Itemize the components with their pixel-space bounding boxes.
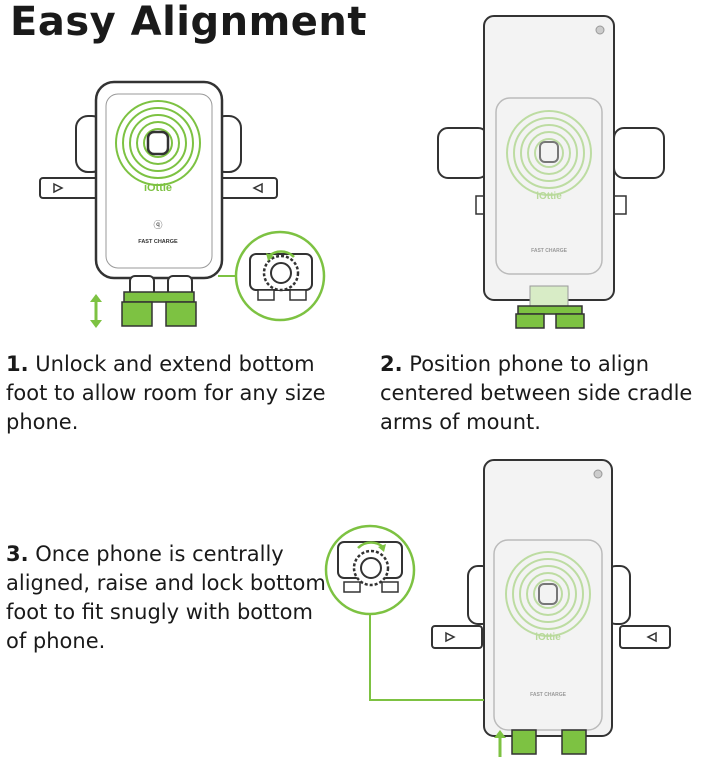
step-2-instruction: 2. Position phone to align centered betw… — [380, 350, 710, 437]
mount-step1-illustration: iOttie ⓠ FAST CHARGE — [39, 80, 326, 328]
svg-text:ⓠ: ⓠ — [153, 220, 162, 230]
step-3-instruction: 3. Once phone is centrally aligned, rais… — [6, 540, 326, 656]
step-1-text: Unlock and extend bottom foot to allow r… — [6, 352, 326, 434]
mount-step2-illustration: iOttie FAST CHARGE — [437, 15, 665, 329]
brand-logo-1: iOttie — [144, 182, 172, 194]
fast-charge-badge-2: FAST CHARGE — [531, 248, 568, 254]
step-1-number: 1. — [6, 352, 29, 376]
phone-outline-2 — [483, 15, 615, 301]
brand-logo-3: iOttie — [535, 632, 561, 643]
fast-charge-badge-1: FAST CHARGE — [138, 239, 178, 245]
fast-charge-badge-3: FAST CHARGE — [530, 692, 567, 698]
step-2-number: 2. — [380, 352, 403, 376]
step-1-instruction: 1. Unlock and extend bottom foot to allo… — [6, 350, 326, 437]
phone-outline-3 — [483, 459, 613, 737]
brand-logo-2: iOttie — [536, 191, 562, 202]
step-2-text: Position phone to align centered between… — [380, 352, 693, 434]
step-3-text: Once phone is centrally aligned, raise a… — [6, 542, 326, 653]
page-title: Easy Alignment — [10, 0, 368, 45]
step-3-number: 3. — [6, 542, 29, 566]
mount-step3-illustration: iOttie FAST CHARGE — [324, 459, 671, 757]
